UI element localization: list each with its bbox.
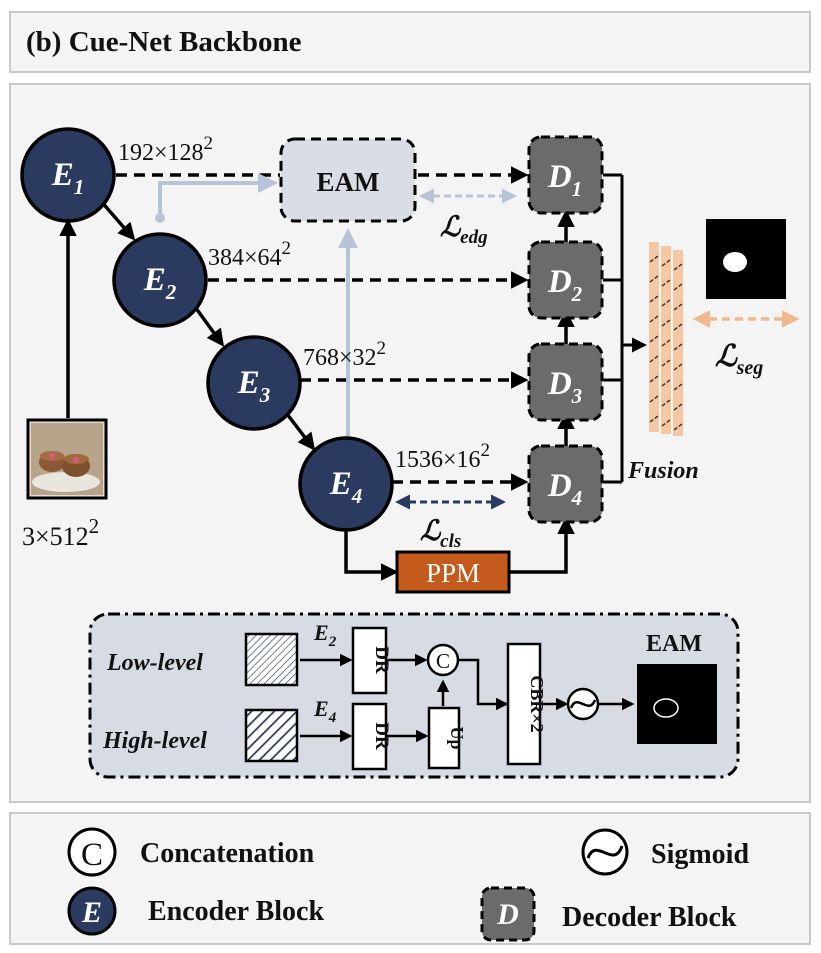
d2-sub: 2 <box>571 282 583 306</box>
up-label: Up <box>447 726 467 749</box>
svg-text:E2: E2 <box>143 262 177 304</box>
e3-sub: 3 <box>259 383 271 407</box>
sigmoid-icon <box>566 687 600 721</box>
svg-text:D1: D1 <box>547 159 582 201</box>
e2-sub: 2 <box>165 280 177 304</box>
eam-label: EAM <box>317 167 380 197</box>
dr-block-low <box>351 626 388 695</box>
eam-input-arrows <box>158 173 358 440</box>
d3-letter: D <box>547 366 572 402</box>
low-level-feature <box>244 632 299 687</box>
low-level-label: Low-level <box>106 650 203 676</box>
concat-symbol: C <box>436 649 450 673</box>
decoder-d3: D3 <box>527 342 604 422</box>
legend-decoder-label: Decoder Block <box>562 902 737 933</box>
dr-block-high <box>351 702 388 771</box>
dr-label-high: DR <box>371 722 392 750</box>
fusion-bracket <box>603 173 647 484</box>
dim-e4: 1536×162 <box>395 440 490 473</box>
e4-letter: E <box>329 466 352 502</box>
segmentation-mask <box>706 219 786 299</box>
concat-icon <box>426 643 460 677</box>
dim-e2: 384×642 <box>208 238 291 271</box>
e1-sub: 1 <box>74 175 85 199</box>
svg-text:D2: D2 <box>547 264 583 306</box>
input-image <box>26 418 108 500</box>
e1-letter: E <box>51 157 74 193</box>
decoder-d2: D2 <box>527 240 604 320</box>
svg-text:E3: E3 <box>237 365 271 407</box>
e2-letter: E <box>143 262 166 298</box>
e4-sub: 4 <box>351 484 363 508</box>
figure-title: (b) Cue-Net Backbone <box>26 26 302 58</box>
legend-concat-label: Concatenation <box>140 838 315 869</box>
encoder-chain-arrows <box>59 198 316 451</box>
ppm-path <box>344 516 575 581</box>
high-level-label: High-level <box>102 728 207 754</box>
legend-encoder-icon: E <box>67 886 117 936</box>
legend-panel <box>9 812 811 945</box>
d1-letter: D <box>547 159 572 195</box>
decoder-d4: D4 <box>527 444 604 524</box>
fusion-stack <box>649 242 683 436</box>
loss-seg: ℒseg <box>715 340 763 379</box>
d1-sub: 1 <box>572 177 583 201</box>
svg-text:E: E <box>81 896 102 929</box>
cbr-label: CBR×2 <box>527 675 547 732</box>
legend-concat-icon: C <box>67 827 117 877</box>
detail-e2-label: E2 <box>313 620 337 650</box>
high-level-feature <box>244 708 299 763</box>
svg-text:E1: E1 <box>51 157 85 199</box>
d3-sub: 3 <box>571 384 583 408</box>
edge-map-output <box>637 664 717 744</box>
encoder-e2: E2 <box>112 232 208 328</box>
skip-connections <box>116 166 529 491</box>
dim-input: 3×5122 <box>22 514 99 551</box>
detail-arrows <box>300 653 635 743</box>
loss-cls: ℒcls <box>420 516 461 552</box>
loss-edg: ℒedg <box>440 212 488 248</box>
d4-sub: 4 <box>571 486 583 510</box>
svg-text:D: D <box>496 898 519 931</box>
eam-block <box>279 137 417 223</box>
legend-sigmoid-icon <box>581 828 629 876</box>
eam-detail-title: EAM <box>646 631 702 657</box>
e2-tap-point <box>155 213 165 223</box>
decoder-d1: D1 <box>527 135 604 215</box>
fusion-label: Fusion <box>627 458 699 484</box>
svg-text:D3: D3 <box>547 366 582 408</box>
d4-letter: D <box>547 468 572 504</box>
encoder-e4: E4 <box>298 436 394 532</box>
legend-sigmoid-label: Sigmoid <box>651 839 749 870</box>
dim-e1: 192×1282 <box>118 133 213 166</box>
encoder-e3: E3 <box>206 335 302 431</box>
title-panel <box>9 11 811 73</box>
svg-text:D4: D4 <box>547 468 582 510</box>
svg-text:E4: E4 <box>329 466 363 508</box>
ppm-label: PPM <box>426 558 480 588</box>
ppm-block <box>395 550 511 594</box>
legend-decoder-icon: D <box>480 886 536 942</box>
encoder-e1: E1 <box>20 127 116 223</box>
dr-label-low: DR <box>371 646 392 674</box>
d2-letter: D <box>547 264 572 300</box>
detail-e4-label: E4 <box>313 696 337 726</box>
legend-encoder-label: Encoder Block <box>148 896 324 927</box>
up-block <box>427 706 461 770</box>
cbr-block <box>506 642 542 766</box>
svg-text:C: C <box>81 837 103 873</box>
e3-letter: E <box>237 365 260 401</box>
dim-e3: 768×322 <box>303 338 386 371</box>
